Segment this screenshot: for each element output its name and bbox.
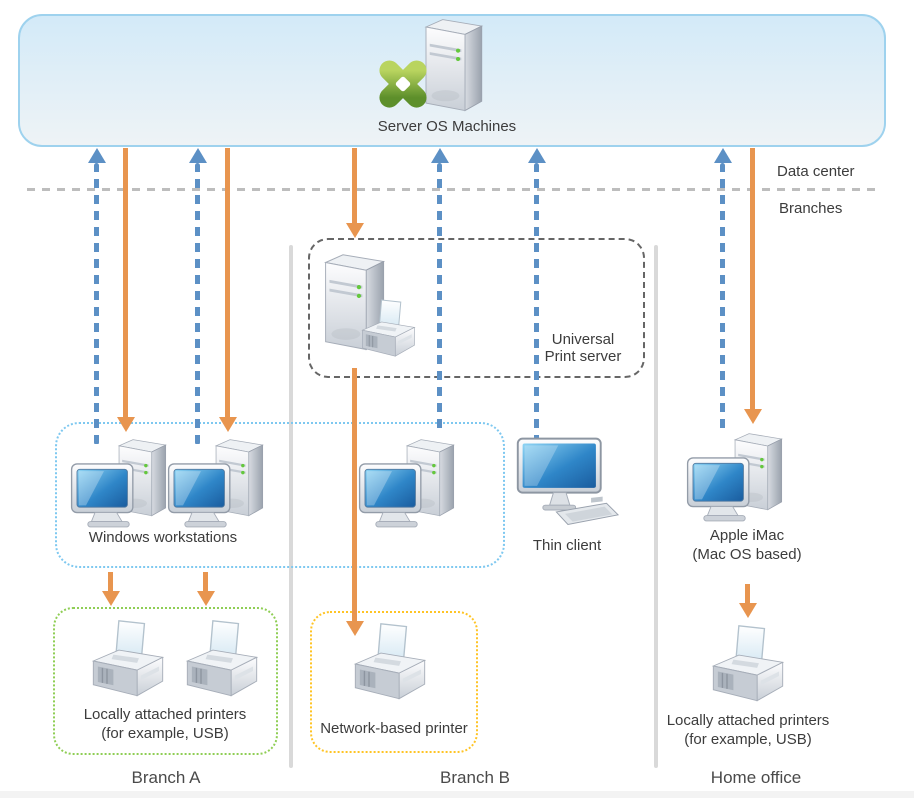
windows-workstations-label: Windows workstations: [88, 529, 238, 546]
downstream-arrowhead: [197, 591, 215, 606]
home-office-footer-label: Home office: [710, 768, 802, 787]
upstream-arrow-imac: [720, 163, 725, 435]
downstream-arrow-imac: [750, 148, 755, 410]
upstream-arrowhead: [189, 148, 207, 163]
thin-client-icon: [512, 436, 620, 530]
downstream-arrowhead: [219, 417, 237, 432]
windows-workstations-box: [55, 422, 505, 568]
upstream-arrowhead: [714, 148, 732, 163]
printer-icon: [86, 617, 170, 705]
upstream-arrowhead: [431, 148, 449, 163]
upstream-arrow-branch-a-1: [94, 163, 99, 445]
server-os-machines-label: Server OS Machines: [377, 118, 517, 135]
printer-icon: [348, 620, 432, 708]
divider-branch-a-b: [289, 245, 293, 768]
downstream-arrowhead: [744, 409, 762, 424]
branches-label: Branches: [779, 200, 843, 217]
desktop-computer-icon: [165, 434, 269, 538]
arrow-workstation-to-printer-1: [108, 572, 113, 592]
upstream-arrowhead: [88, 148, 106, 163]
desktop-computer-icon: [68, 434, 172, 538]
upstream-arrowhead: [528, 148, 546, 163]
green-x-logo-icon: [374, 55, 432, 113]
universal-print-server-box: [308, 238, 645, 378]
desktop-computer-icon: [684, 428, 788, 532]
print-server-icon: [314, 246, 430, 366]
downstream-arrow-print-server: [352, 148, 357, 224]
divider-branch-b-home: [654, 245, 658, 768]
downstream-arrowhead: [739, 603, 757, 618]
universal-print-server-label: Universal Print server: [544, 331, 622, 365]
upstream-arrow-branch-b-workstation: [437, 163, 442, 435]
local-printers-label-branch-a: Locally attached printers (for example, …: [83, 706, 247, 742]
network-printer-box: [310, 611, 478, 753]
arrow-workstation-to-printer-2: [203, 572, 208, 592]
bottom-edge-strip: [0, 791, 914, 798]
downstream-arrow-workstation-2: [225, 148, 230, 418]
arrow-print-server-to-network-printer: [352, 368, 357, 622]
downstream-arrowhead: [117, 417, 135, 432]
branch-a-footer-label: Branch A: [131, 768, 201, 787]
branch-b-footer-label: Branch B: [440, 768, 510, 787]
network-based-printer-label: Network-based printer: [320, 720, 468, 737]
datacenter-branches-divider-line: [27, 188, 875, 191]
downstream-arrow-workstation-1: [123, 148, 128, 418]
local-printers-label-home: Locally attached printers (for example, …: [666, 712, 830, 748]
data-center-label: Data center: [777, 163, 855, 180]
local-printers-box: [53, 607, 278, 755]
arrow-imac-to-printer: [745, 584, 750, 604]
downstream-arrowhead: [346, 621, 364, 636]
printer-icon: [180, 617, 264, 705]
apple-imac-label: Apple iMac (Mac OS based): [692, 527, 802, 563]
upstream-arrow-thin-client: [534, 163, 539, 441]
downstream-arrowhead: [102, 591, 120, 606]
upstream-arrow-branch-a-2: [195, 163, 200, 445]
printer-icon: [706, 622, 790, 710]
thin-client-label: Thin client: [532, 537, 602, 554]
desktop-computer-icon: [356, 434, 460, 538]
downstream-arrowhead: [346, 223, 364, 238]
